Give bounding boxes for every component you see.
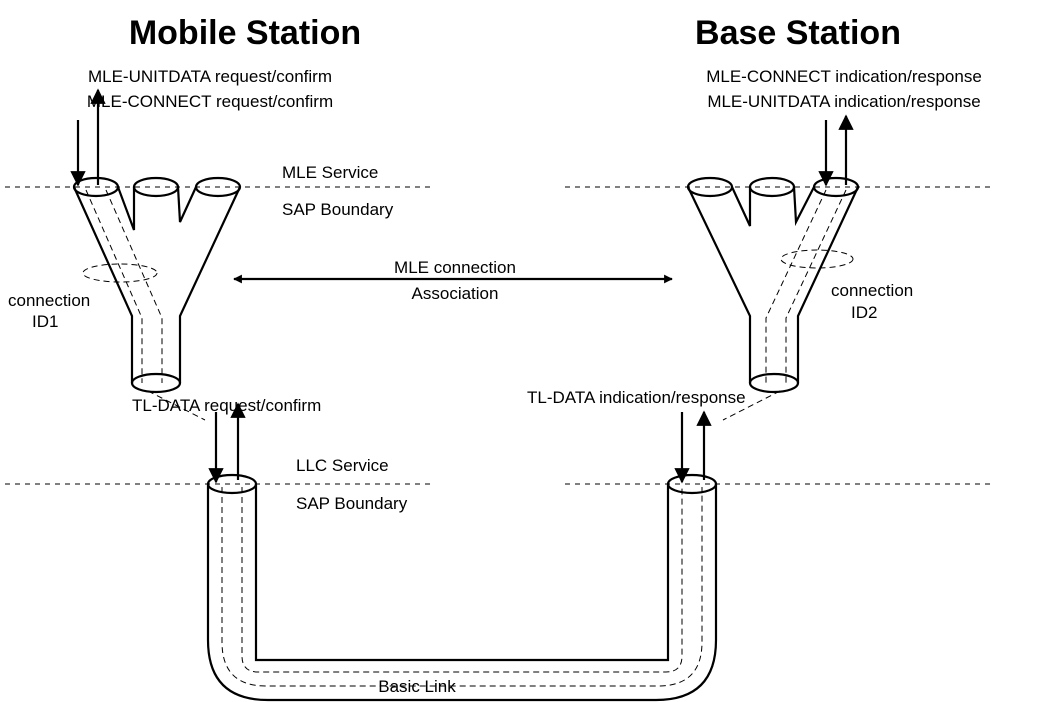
llc-service-label: LLC Service — [296, 456, 389, 475]
basic-link-pipe — [206, 473, 718, 702]
base-mle-pipe — [686, 176, 860, 394]
mobile-mle-pipe — [72, 176, 242, 394]
mobile-tl-data-label: TL-DATA request/confirm — [132, 396, 321, 415]
mobile-tl-cross-link — [147, 390, 206, 421]
base-primitive-connect: MLE-CONNECT indication/response — [706, 67, 982, 86]
base-tl-data-label: TL-DATA indication/response — [527, 388, 746, 407]
mobile-connection-id: ID1 — [32, 312, 58, 331]
mle-sap-boundary-label: SAP Boundary — [282, 200, 394, 219]
base-connection-id: ID2 — [851, 303, 877, 322]
llc-sap-boundary-label: SAP Boundary — [296, 494, 408, 513]
mobile-connection-label: connection — [8, 291, 90, 310]
base-connection-label: connection — [831, 281, 913, 300]
basic-link-label: Basic Link — [378, 677, 456, 696]
base-station-title: Base Station — [695, 14, 901, 52]
mobile-station-title: Mobile Station — [129, 14, 361, 52]
mobile-primitive-unitdata: MLE-UNITDATA request/confirm — [88, 67, 332, 86]
base-tl-cross-link — [722, 390, 781, 421]
association-label-line2: Association — [412, 284, 499, 303]
mle-service-label: MLE Service — [282, 163, 378, 182]
base-primitive-unitdata: MLE-UNITDATA indication/response — [707, 92, 980, 111]
mobile-primitive-connect: MLE-CONNECT request/confirm — [87, 92, 333, 111]
association-label-line1: MLE connection — [394, 258, 516, 277]
